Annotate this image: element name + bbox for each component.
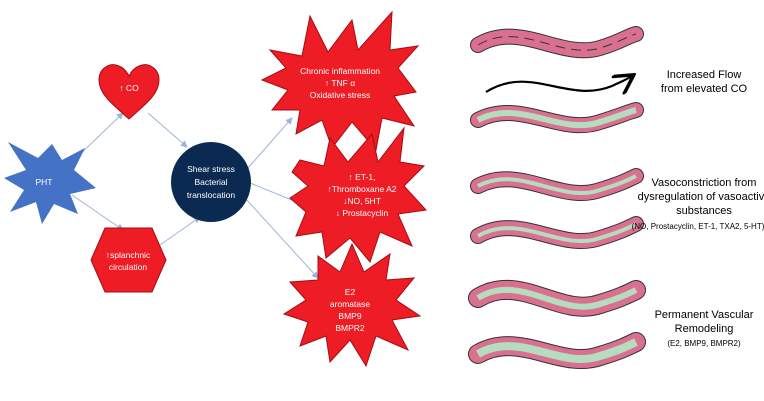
vessel-remodeling-bottom — [468, 332, 646, 370]
vessel-vasoconstriction-bottom — [470, 216, 644, 250]
node-splanchnic: ↑splanchnic circulation — [90, 227, 167, 293]
arrow-shear-inflammation — [247, 117, 293, 169]
inflammation-line2: ↑ TNF α — [325, 78, 355, 88]
remodel-burst-shape — [282, 242, 422, 368]
remodel-line1: E2 — [345, 287, 356, 297]
outcome-remodel-line2: Remodeling — [675, 323, 734, 335]
node-pht: PHT — [4, 142, 96, 224]
node-remodel-factors: E2 aromatase BMP9 BMPR2 — [282, 242, 422, 368]
arrow-shear-remodel — [244, 197, 319, 279]
hexagon-shape — [90, 227, 167, 293]
outcome-remodeling: Permanent Vascular Remodeling (E2, BMP9,… — [655, 309, 754, 348]
connector-arrows — [71, 112, 319, 279]
vasoactive-line4: ↓ Prostacyclin — [336, 208, 389, 218]
pht-label: PHT — [36, 177, 53, 187]
vessel-vasoconstriction-top — [470, 168, 644, 202]
outcome-vaso-line2: dysregulation of vasoactive — [638, 191, 764, 203]
heart-shape — [98, 64, 160, 120]
splanchnic-label-line1: ↑splanchnic — [106, 250, 151, 260]
vessel-flow-bottom — [470, 102, 644, 134]
outcome-remodel-line3: (E2, BMP9, BMPR2) — [667, 339, 741, 348]
arrow-splanchnic-shear — [159, 216, 201, 246]
inflammation-line3: Oxidative stress — [310, 90, 370, 100]
remodel-line4: BMPR2 — [335, 323, 365, 333]
outcome-vaso-line3: substances — [676, 205, 732, 217]
node-shear-stress: Shear stress Bacterial translocation — [171, 142, 251, 222]
shear-label-line3: translocation — [187, 190, 235, 200]
shear-circle-shape — [171, 142, 251, 222]
shear-label-line1: Shear stress — [187, 164, 235, 174]
pht-star-shape — [4, 142, 96, 224]
vasoactive-line2: ↑Thromboxane A2 — [328, 184, 397, 194]
splanchnic-label-line2: circulation — [109, 262, 148, 272]
node-vasoactive: ↑ ET-1, ↑Thromboxane A2 ↓NO, 5HT ↓ Prost… — [289, 126, 428, 264]
co-label: ↑ CO — [119, 83, 139, 93]
vasoactive-line3: ↓NO, 5HT — [343, 196, 381, 206]
vasoactive-line1: ↑ ET-1, — [349, 172, 376, 182]
outcome-flow-line1: Increased Flow — [667, 69, 742, 81]
vessel-flow-top — [470, 26, 644, 59]
outcome-vasoconstriction: Vasoconstriction from dysregulation of v… — [632, 177, 764, 231]
vasoactive-burst-shape — [289, 126, 428, 264]
outcome-vaso-line4: (NO, Prostacyclin, ET-1, TXA2, 5-HT) — [632, 222, 764, 231]
inflammation-line1: Chronic inflammation — [300, 66, 380, 76]
outcome-remodel-line1: Permanent Vascular — [655, 309, 754, 321]
remodel-line3: BMP9 — [338, 311, 361, 321]
node-inflammation: Chronic inflammation ↑ TNF α Oxidative s… — [260, 10, 420, 152]
outcome-flow-line2: from elevated CO — [661, 83, 748, 95]
arrow-co-shear — [147, 112, 188, 148]
arrow-pht-splanchnic — [71, 194, 124, 231]
node-co: ↑ CO — [98, 64, 160, 120]
vessel-remodeling-top — [468, 279, 646, 317]
remodel-line2: aromatase — [330, 299, 370, 309]
inflammation-burst-shape — [260, 10, 420, 152]
outcome-vaso-line1: Vasoconstriction from — [652, 177, 757, 189]
shear-label-line2: Bacterial — [194, 177, 227, 187]
outcome-flow: Increased Flow from elevated CO — [661, 69, 748, 95]
flow-arrow — [485, 76, 632, 92]
